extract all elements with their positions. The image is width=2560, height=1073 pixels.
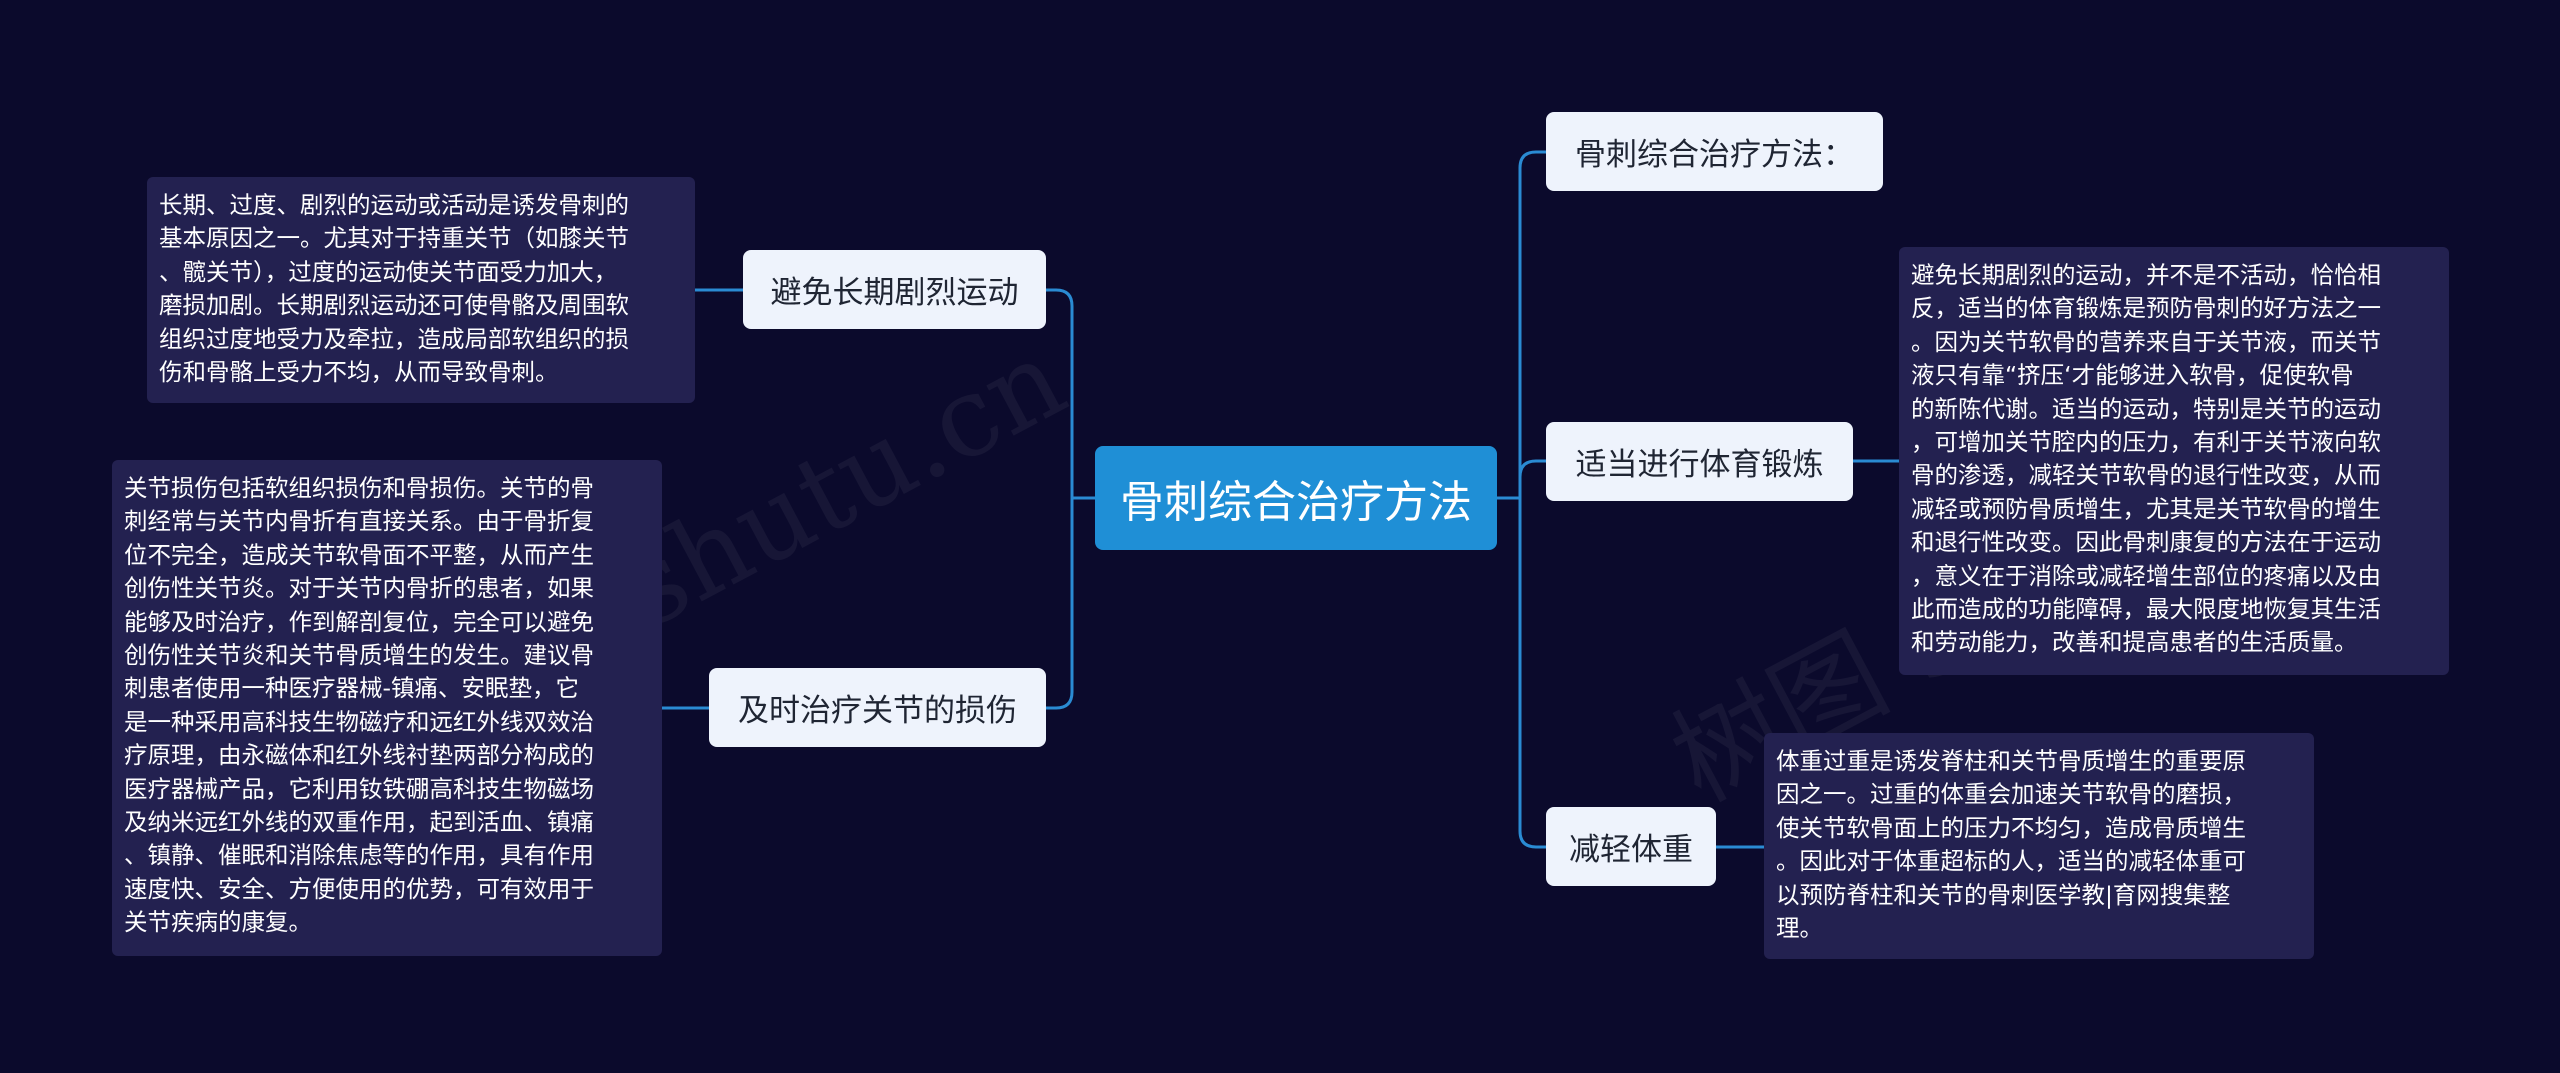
branch-proper-exercise[interactable]: 适当进行体育锻炼: [1546, 422, 1853, 501]
note-avoid-strenuous-exercise: 长期、过度、剧烈的运动或活动是诱发骨刺的 基本原因之一。尤其对于持重关节（如膝关…: [147, 177, 695, 403]
branch-lose-weight[interactable]: 减轻体重: [1546, 807, 1716, 886]
connector-right-branch-3: [1518, 496, 1548, 849]
connector-right-branch-1: [1518, 150, 1548, 500]
note-treat-joint-injury: 关节损伤包括软组织损伤和骨损伤。关节的骨 刺经常与关节内骨折有直接关系。由于骨折…: [112, 460, 662, 956]
connector-right-branch-2: [1518, 459, 1548, 500]
central-topic[interactable]: 骨刺综合治疗方法: [1095, 446, 1497, 550]
branch-treat-joint-injury[interactable]: 及时治疗关节的损伤: [709, 668, 1046, 747]
branch-treatment-methods[interactable]: 骨刺综合治疗方法：: [1546, 112, 1883, 191]
connector-left-branch-1: [1044, 288, 1074, 500]
branch-avoid-strenuous-exercise[interactable]: 避免长期剧烈运动: [743, 250, 1046, 329]
note-lose-weight: 体重过重是诱发脊柱和关节骨质增生的重要原 因之一。过重的体重会加速关节软骨的磨损…: [1764, 733, 2314, 959]
note-proper-exercise: 避免长期剧烈的运动，并不是不活动，恰恰相 反，适当的体育锻炼是预防骨刺的好方法之…: [1899, 247, 2449, 675]
connector-left-branch-2: [1044, 496, 1074, 710]
